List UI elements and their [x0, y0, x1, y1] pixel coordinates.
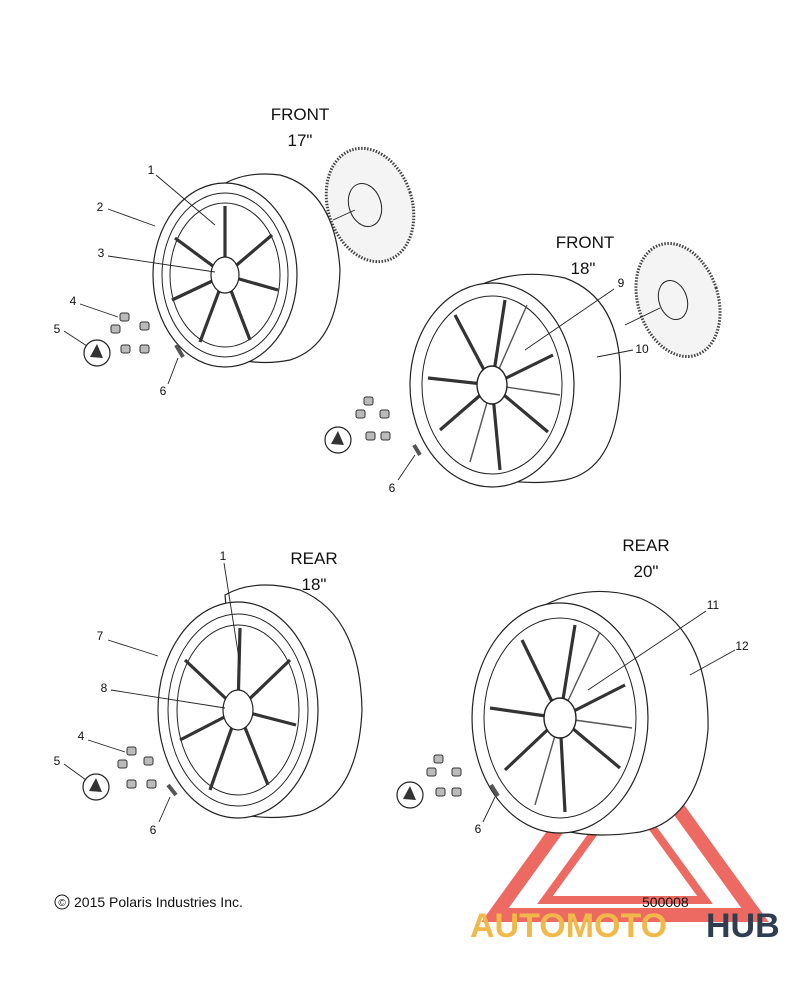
section-title-front18: FRONT — [556, 233, 615, 252]
section-size-rear18: 18" — [302, 575, 327, 594]
section-size-front18: 18" — [571, 259, 596, 278]
wheel-rear18-icon — [157, 584, 363, 819]
callout-12: 12 — [735, 639, 749, 653]
callout-5: 5 — [54, 754, 61, 768]
callout-11: 11 — [707, 598, 720, 612]
lug-nut-icon — [117, 746, 157, 789]
section-title-rear20: REAR — [622, 536, 669, 555]
watermark-text-part2: HUB — [706, 907, 780, 945]
callout-9: 9 — [618, 276, 625, 290]
center-cap-icon — [324, 426, 352, 454]
wheel-front18-icon — [409, 273, 621, 488]
callout-6: 6 — [150, 823, 157, 837]
callout-5: 5 — [54, 322, 61, 336]
section-size-front17: 17" — [288, 131, 313, 150]
center-cap-icon — [83, 339, 111, 367]
callout-6: 6 — [475, 822, 482, 836]
section-title-front17: FRONT — [271, 105, 330, 124]
callout-4: 4 — [70, 294, 77, 308]
valve-stem-icon — [412, 443, 422, 457]
wheel-rear20-icon — [471, 590, 709, 836]
lug-nut-icon — [110, 312, 150, 354]
valve-stem-icon — [166, 783, 178, 797]
callout-1: 1 — [220, 549, 227, 563]
callout-6: 6 — [389, 481, 396, 495]
section-title-rear18: REAR — [290, 549, 337, 568]
lug-nut-icon — [426, 754, 462, 797]
center-cap-icon — [396, 781, 424, 809]
wheel-front17-icon — [152, 173, 341, 368]
valve-stem-icon — [174, 343, 185, 359]
svg-text:©: © — [58, 898, 66, 909]
callout-7: 7 — [97, 629, 104, 643]
diagram-number: 500008 — [642, 894, 689, 910]
callout-2: 2 — [97, 200, 104, 214]
watermark-text-part1: AUTOMOTO — [470, 907, 667, 945]
copyright-text: 2015 Polaris Industries Inc. — [74, 894, 243, 910]
callout-8: 8 — [101, 681, 108, 695]
callout-1: 1 — [148, 163, 155, 177]
section-size-rear20: 20" — [634, 562, 659, 581]
callout-10: 10 — [635, 342, 649, 356]
brake-rotor-icon — [634, 241, 722, 359]
callout-3: 3 — [98, 246, 105, 260]
lug-nut-icon — [355, 396, 391, 441]
brake-rotor-icon — [324, 146, 416, 264]
copyright-symbol-icon: © — [54, 894, 70, 910]
callout-4: 4 — [78, 729, 85, 743]
center-cap-icon — [82, 773, 110, 801]
valve-stem-icon — [489, 783, 500, 798]
callout-6: 6 — [160, 384, 167, 398]
